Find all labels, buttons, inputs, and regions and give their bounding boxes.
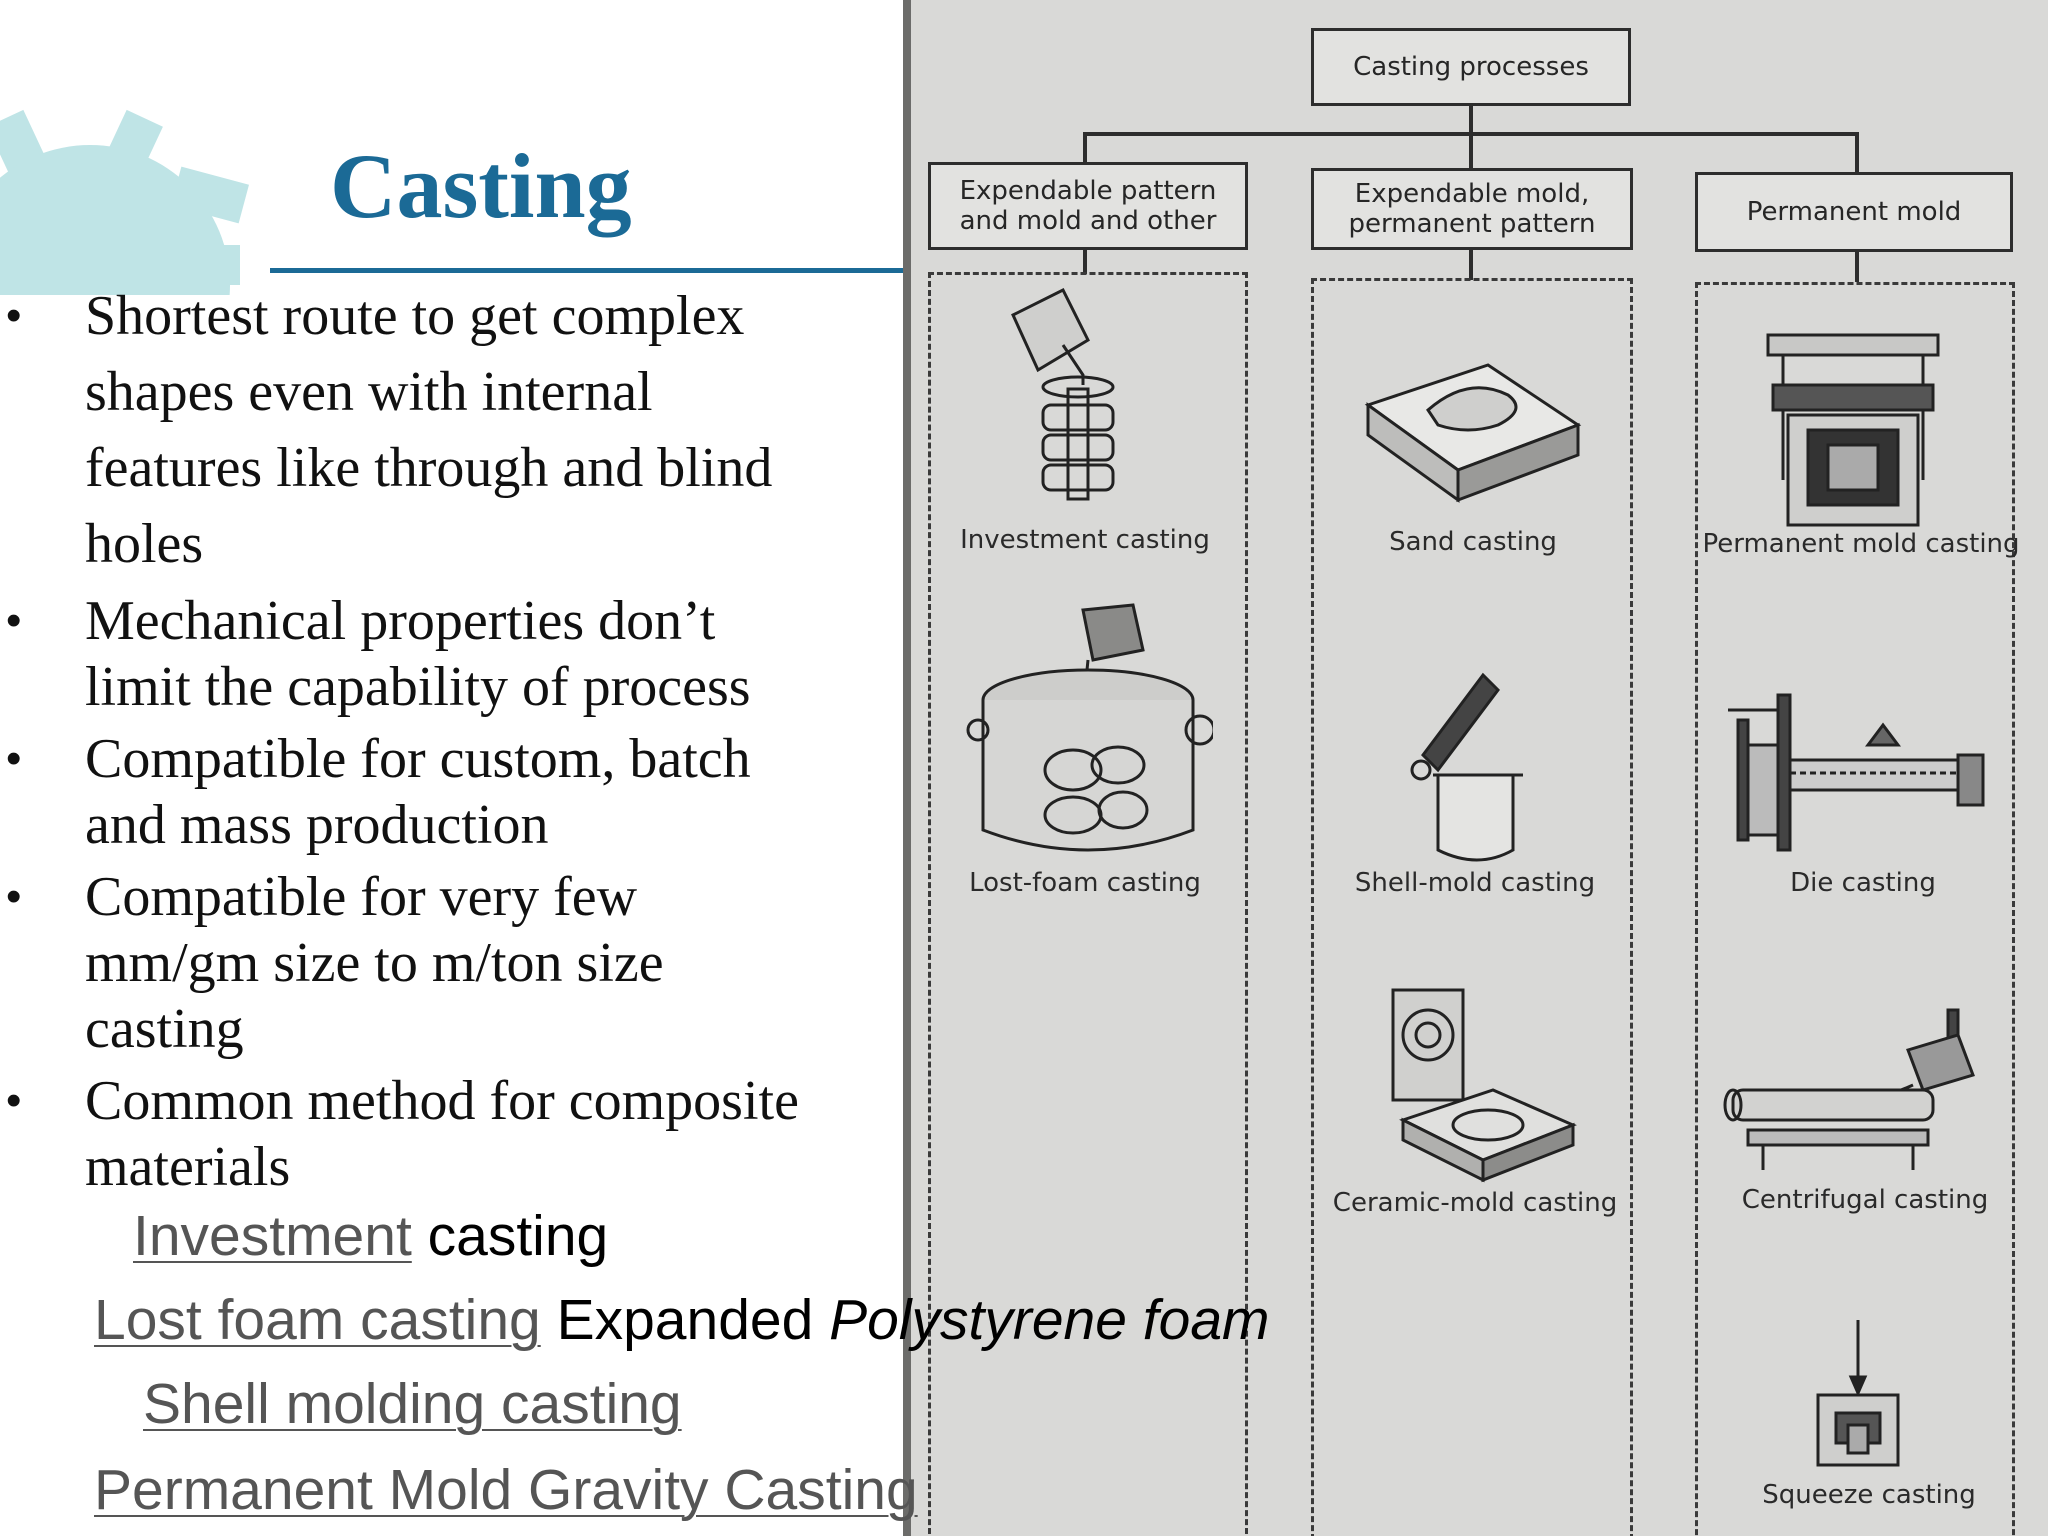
bullet-line: holes [85,513,204,575]
connector [1855,132,1859,176]
title-divider [270,268,904,273]
lost-foam-emphasis: Polystyrene foam [829,1288,1270,1352]
category-label: Expendable pattern [959,176,1217,206]
photo-edge [903,0,911,1536]
connector [1083,132,1087,164]
lost-foam-casting-line: Lost foam casting Expanded Polystyrene f… [94,1292,1270,1349]
connector [1469,106,1473,134]
bullet-line: Shortest route to get complex [85,285,745,347]
squeeze-casting-illustration [1816,1320,1900,1467]
bullet-item: • Compatible for custom, batch and mass … [0,726,905,858]
bullet-list: • Shortest route to get complex shapes e… [0,278,905,1206]
process-label: Centrifugal casting [1741,1185,1989,1215]
bullet-line: casting [85,998,244,1060]
sand-casting-illustration [1364,363,1582,503]
investment-rest: casting [411,1204,609,1268]
bullet-glyph: • [6,596,22,645]
investment-casting-line: Investment casting [133,1208,608,1265]
category-label: Expendable mold, [1354,179,1590,209]
die-casting-illustration [1728,693,1985,852]
connector [1083,250,1087,274]
connector [1469,250,1473,280]
shell-molding-link[interactable]: Shell molding casting [143,1372,682,1436]
lost-foam-casting-illustration [966,603,1213,852]
bullet-line: Common method for composite [85,1070,799,1132]
process-label: Sand casting [1389,527,1557,557]
bullet-glyph: • [6,291,22,340]
bullet-item: • Compatible for very few mm/gm size to … [0,864,905,1062]
root-label: Casting processes [1353,52,1589,82]
ceramic-mold-casting-illustration [1391,988,1577,1183]
category-label: and mold and other [959,206,1217,236]
process-label: Ceramic-mold casting [1332,1188,1618,1218]
bullet-line: features like through and blind [85,437,773,499]
shell-molding-line: Shell molding casting [143,1376,682,1433]
category-box: Permanent mold [1695,172,2013,252]
process-label: Squeeze casting [1762,1480,1976,1510]
bullet-line: and mass production [85,794,549,856]
permanent-mold-line: Permanent Mold Gravity Casting [94,1462,918,1519]
lost-foam-rest: Expanded [540,1288,830,1352]
permanent-mold-casting-illustration [1766,333,1940,527]
lost-foam-link[interactable]: Lost foam casting [94,1288,541,1352]
bullet-line: Mechanical properties don’t [85,590,716,652]
bullet-line: Compatible for very few [85,866,638,928]
process-column [928,272,1248,1536]
connector [1469,132,1473,170]
shell-mold-casting-illustration [1410,672,1523,862]
bullet-line: Compatible for custom, batch [85,728,751,790]
bullet-glyph: • [6,734,22,783]
bullet-glyph: • [6,1076,22,1125]
permanent-mold-link[interactable]: Permanent Mold Gravity Casting [94,1458,918,1522]
category-label: permanent pattern [1348,209,1596,239]
connector [1855,252,1859,282]
bullet-item: • Mechanical properties don’t limit the … [0,588,905,720]
process-column [1695,282,2015,1536]
bullet-line: shapes even with internal [85,361,653,423]
centrifugal-casting-illustration [1723,1008,1975,1170]
process-label: Die casting [1790,868,1936,898]
slide-title: Casting [330,135,632,237]
process-label: Shell-mold casting [1354,868,1596,898]
gear-icon [0,109,249,295]
bullet-line: limit the capability of process [85,656,751,718]
root-box: Casting processes [1311,28,1631,106]
process-label: Investment casting [960,525,1210,555]
gear-shape [0,109,249,295]
category-label: Permanent mold [1746,197,1962,227]
category-box: Expendable mold,permanent pattern [1311,168,1633,250]
bullet-glyph: • [6,872,22,921]
bullet-line: mm/gm size to m/ton size [85,932,664,994]
process-column [1311,278,1633,1536]
investment-casting-illustration [1011,287,1115,501]
bullet-line: materials [85,1136,291,1198]
bullet-item: • Shortest route to get complex shapes e… [0,278,905,582]
process-label: Permanent mold casting [1702,529,2020,559]
process-label: Lost-foam casting [969,868,1201,898]
bullet-item: • Common method for composite materials [0,1068,905,1200]
investment-link[interactable]: Investment [133,1204,412,1268]
